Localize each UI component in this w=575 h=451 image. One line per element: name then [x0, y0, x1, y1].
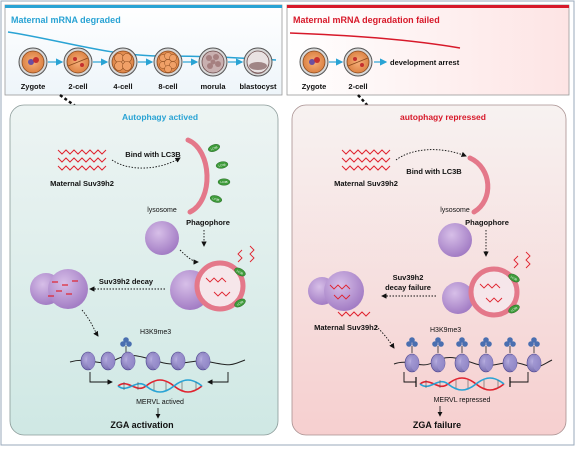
- right-arrest-label: development arrest: [390, 58, 460, 67]
- right-stage-label-zygote: Zygote: [302, 82, 327, 91]
- left-degraded-vesicle: [30, 269, 88, 309]
- right-lysosome: [438, 223, 472, 257]
- embryo-8cell: [153, 47, 183, 77]
- left-embryo-row: Zygote 2-cell 4-cell 8-cell morula blast…: [18, 47, 277, 91]
- left-box-title: Autophagy actived: [122, 112, 198, 122]
- right-rna-label: Maternal Suv39h2: [334, 179, 398, 188]
- stage-label-blastocyst: blastocyst: [239, 82, 277, 91]
- right-mechanism-box: [291, 104, 567, 436]
- right-lysosome-label: lysosome: [440, 207, 470, 214]
- right-decay-label-2: decay failure: [385, 283, 431, 292]
- left-decay-label: Suv39h2 decay: [99, 277, 154, 286]
- left-chromatin-arrow: [81, 309, 99, 337]
- right-header-title: Maternal mRNA degradation failed: [293, 15, 440, 25]
- left-phagophore: [185, 137, 231, 215]
- right-h3k9-label: H3K9me3: [430, 327, 461, 334]
- left-merv-label: MERVL actived: [136, 399, 184, 406]
- left-lysosome-arrow: [179, 249, 199, 265]
- embryo-2cell: [63, 47, 93, 77]
- right-repression-bar-1: [403, 372, 416, 383]
- left-panel: Maternal mRNA degraded: [4, 4, 283, 436]
- right-rna-released: [337, 311, 371, 317]
- left-autophagosome: [170, 245, 255, 312]
- left-dna-helix: [117, 379, 203, 393]
- right-dna-helix: [419, 377, 505, 391]
- right-degradation-curve: [289, 32, 461, 49]
- right-chromatin-arrow: [375, 325, 395, 349]
- right-embryo-row: development arrest Zygote 2-cell: [299, 47, 460, 91]
- right-stage-label-2cell: 2-cell: [348, 82, 367, 91]
- stage-label-2cell: 2-cell: [68, 82, 87, 91]
- left-h3k9-label: H3K9me3: [140, 329, 171, 336]
- right-header-box: [286, 4, 570, 96]
- left-phagophore-label: Phagophore: [186, 218, 230, 227]
- left-activation-arrow-1: [89, 372, 113, 385]
- stage-label-morula: morula: [200, 82, 226, 91]
- right-result-label: ZGA failure: [413, 420, 461, 430]
- stage-label-8cell: 8-cell: [158, 82, 177, 91]
- right-panel: Maternal mRNA degradation failed develop…: [286, 4, 570, 436]
- left-bind-arrow: [111, 157, 181, 169]
- right-header-bar: [287, 5, 569, 8]
- left-maternal-rna: [57, 149, 107, 171]
- left-header-title: Maternal mRNA degraded: [11, 15, 121, 25]
- right-bind-arrow: [395, 149, 467, 161]
- left-header-box: [4, 4, 283, 96]
- right-autophagosome: [442, 251, 531, 318]
- embryo-4cell: [108, 47, 138, 77]
- left-header-bar: [5, 5, 282, 8]
- left-activation-arrow-2: [207, 372, 229, 385]
- right-box-title: autophagy repressed: [400, 112, 486, 122]
- right-phagophore-label: Phagophore: [465, 218, 509, 227]
- right-decay-label-1: Suv39h2: [393, 273, 424, 282]
- stage-label-4cell: 4-cell: [113, 82, 132, 91]
- left-lysosome: [145, 221, 179, 255]
- embryo-zygote: [18, 47, 48, 77]
- right-bind-label: Bind with LC3B: [406, 167, 462, 176]
- left-result-label: ZGA activation: [110, 420, 173, 430]
- right-rna-label-2: Maternal Suv39h2: [314, 323, 378, 332]
- right-intact-vesicle: [308, 271, 364, 311]
- left-lysosome-label: lysosome: [147, 207, 177, 214]
- left-rna-label: Maternal Suv39h2: [50, 179, 114, 188]
- right-embryo-2cell: [343, 47, 373, 77]
- right-maternal-rna: [341, 149, 391, 171]
- right-embryo-zygote: [299, 47, 329, 77]
- right-merv-label: MERVL repressed: [434, 397, 491, 404]
- left-mechanism-box: [9, 104, 279, 436]
- stage-label-zygote: Zygote: [21, 82, 46, 91]
- embryo-blastocyst: [243, 47, 273, 77]
- right-phagophore: [467, 155, 491, 215]
- embryo-morula: [198, 47, 228, 77]
- right-repression-bar-2: [510, 372, 529, 383]
- left-bind-label: Bind with LC3B: [125, 150, 181, 159]
